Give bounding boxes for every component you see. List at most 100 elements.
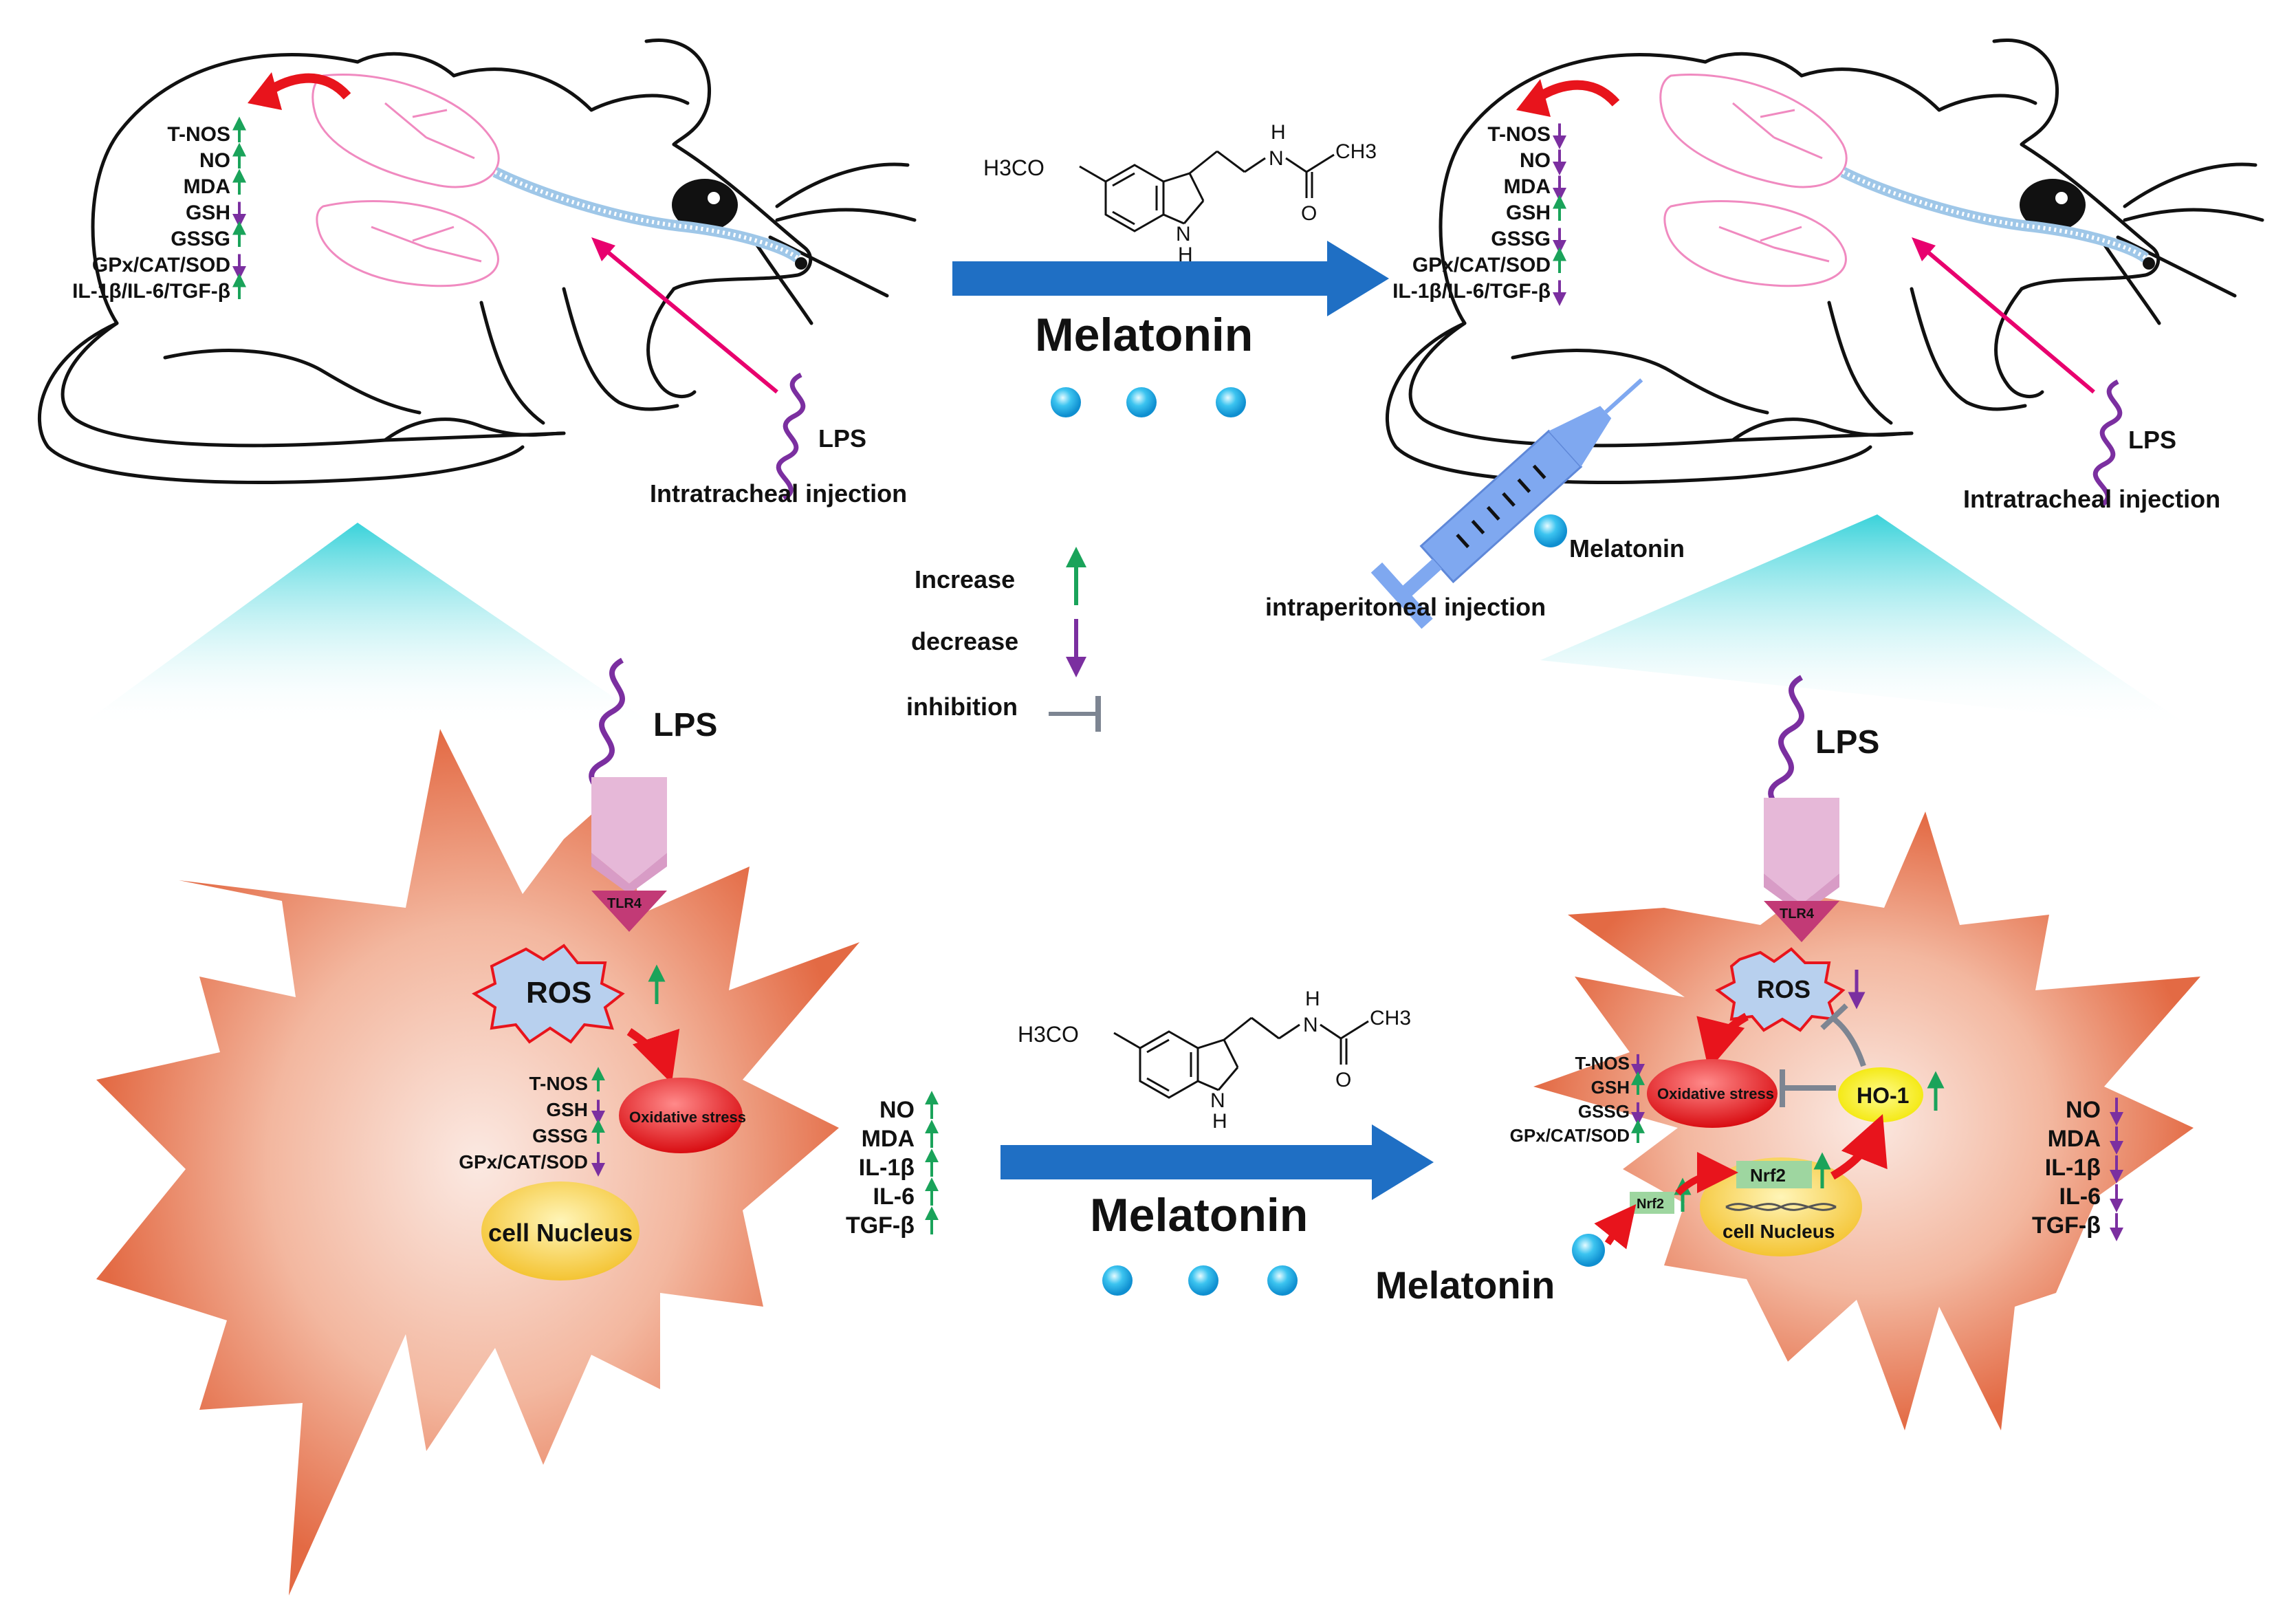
tlr4-receptor-left — [591, 891, 667, 932]
lps-wave-right-mouse — [2092, 379, 2123, 508]
ho1-node — [1838, 1067, 1923, 1122]
svg-text:H: H — [1305, 988, 1320, 1010]
mouse-left-eye — [672, 179, 738, 231]
treatment-arrow-bottom — [1001, 1124, 1434, 1200]
treatment-label-bottom: Melatonin — [1090, 1189, 1308, 1241]
melatonin-dot — [1126, 387, 1157, 417]
syringe-drug-label: Melatonin — [1569, 534, 1685, 563]
legend-increase-label: Increase — [915, 565, 1015, 593]
marker-label: GPx/CAT/SOD — [459, 1151, 588, 1173]
marker-label: NO — [2066, 1097, 2101, 1123]
marker-label: GSSG — [1578, 1101, 1630, 1122]
zoom-triangle-right — [1540, 514, 2194, 729]
ros-to-stress-arrow-right — [1696, 1012, 1749, 1070]
external-melatonin-label: Melatonin — [1375, 1263, 1555, 1307]
nucleus-label-right: cell Nucleus — [1723, 1221, 1835, 1242]
marker-label: NO — [1520, 149, 1551, 172]
oxidative-stress-label-left: Oxidative stress — [629, 1109, 746, 1126]
nrf2-cyto-label: Nrf2 — [1637, 1197, 1664, 1212]
signal-chevron-left — [591, 777, 667, 894]
ros-label-right: ROS — [1757, 975, 1811, 1003]
svg-text:H: H — [1212, 1110, 1227, 1133]
nucleus-label-left: cell Nucleus — [488, 1219, 633, 1247]
svg-text:H: H — [1271, 121, 1286, 144]
marker-list-left-mouse: T-NOSNOMDAGSHGSSGGPx/CAT/SODIL-1β/IL-6/T… — [72, 116, 246, 303]
cell-body-left — [96, 729, 860, 1595]
marker-label: GSH — [1591, 1077, 1630, 1098]
ros-burst-right — [1715, 947, 1846, 1032]
marker-label: IL-6 — [873, 1184, 915, 1210]
marker-label: GPx/CAT/SOD — [1510, 1125, 1630, 1146]
treatment-arrow-top — [952, 241, 1389, 316]
svg-text:O: O — [1301, 202, 1317, 225]
melatonin-structure-top: H3CO N H H N CH3 O — [983, 121, 1377, 266]
svg-text:O: O — [1335, 1069, 1351, 1091]
marker-label: GPx/CAT/SOD — [92, 254, 230, 276]
svg-text:H3CO: H3CO — [983, 155, 1045, 180]
nrf2-nuclear-box — [1736, 1161, 1812, 1188]
svg-text:N: N — [1210, 1089, 1225, 1112]
lps-wave-left-mouse — [776, 372, 806, 501]
oxidative-stress-right — [1647, 1059, 1778, 1128]
oxidative-stress-left — [619, 1078, 743, 1153]
svg-text:H3CO: H3CO — [1018, 1022, 1079, 1047]
lungs-left — [311, 73, 500, 287]
marker-label: T-NOS — [1575, 1053, 1630, 1074]
ros-burst-left — [472, 944, 625, 1044]
marker-label: TGF-β — [846, 1212, 915, 1239]
legend-decrease-label: decrease — [911, 627, 1018, 655]
melatonin-dot — [1267, 1265, 1298, 1296]
marker-label: T-NOS — [167, 123, 230, 146]
lps-label-left-cell: LPS — [653, 707, 717, 743]
lps-label-right-mouse: LPS — [2128, 426, 2176, 454]
dna-icon — [1725, 1203, 1837, 1211]
marker-list-right-mouse: T-NOSNOMDAGSHGSSGGPx/CAT/SODIL-1β/IL-6/T… — [1392, 123, 1566, 306]
trachea-left — [492, 166, 801, 263]
svg-text:N: N — [1303, 1014, 1318, 1036]
injection-line-right — [1917, 242, 2095, 394]
marker-label: MDA — [1504, 175, 1551, 198]
melatonin-dot — [1051, 387, 1081, 417]
nrf2-cyto-box — [1630, 1192, 1674, 1214]
melatonin-dot — [1216, 387, 1246, 417]
lungs-right — [1659, 73, 1848, 287]
marker-label: T-NOS — [1487, 123, 1551, 146]
injection-line-left — [597, 242, 778, 394]
mouse-right-eye — [2020, 179, 2086, 231]
svg-text:H: H — [1178, 243, 1193, 266]
svg-text:CH3: CH3 — [1335, 140, 1377, 163]
legend: Increase decrease inhibition — [906, 547, 1101, 732]
marker-label: T-NOS — [529, 1073, 588, 1094]
melatonin-dot — [1534, 514, 1567, 547]
ho1-label: HO-1 — [1857, 1083, 1909, 1108]
zoom-triangle-left — [76, 523, 660, 729]
lps-label-left-mouse: LPS — [818, 424, 866, 453]
mouse-left — [38, 39, 917, 484]
marker-list-right-cell: T-NOS GSH GSSG GPx/CAT/SOD — [1510, 1053, 1645, 1146]
tlr4-receptor-right — [1764, 901, 1839, 942]
marker-label: IL-1β/IL-6/TGF-β — [1392, 280, 1551, 303]
marker-label: TGF-β — [2032, 1212, 2101, 1239]
legend-inhibition-label: inhibition — [906, 693, 1018, 721]
melatonin-structure-bottom: H3CO N H H N CH3 O — [1018, 988, 1411, 1133]
marker-label: IL-1β — [2045, 1155, 2101, 1181]
melatonin-to-nrf2-arrow — [1594, 1203, 1637, 1250]
ros-label-left: ROS — [526, 976, 591, 1010]
marker-label: IL-6 — [2059, 1184, 2101, 1210]
marker-label: NO — [879, 1097, 915, 1123]
nrf2-translocation-arrow — [1675, 1152, 1738, 1196]
svg-text:CH3: CH3 — [1370, 1007, 1411, 1030]
signal-chevron-right — [1764, 798, 1839, 915]
marker-label: GSH — [186, 201, 230, 224]
marker-label: GSH — [546, 1099, 588, 1120]
melatonin-dot — [1102, 1265, 1133, 1296]
nucleus-left — [481, 1181, 639, 1281]
nucleus-to-ho1-arrow — [1830, 1113, 1888, 1180]
marker-label: GPx/CAT/SOD — [1412, 254, 1551, 276]
marker-label: GSH — [1506, 201, 1551, 224]
marker-label: NO — [199, 149, 230, 172]
nrf2-nuclear-label: Nrf2 — [1750, 1165, 1786, 1186]
